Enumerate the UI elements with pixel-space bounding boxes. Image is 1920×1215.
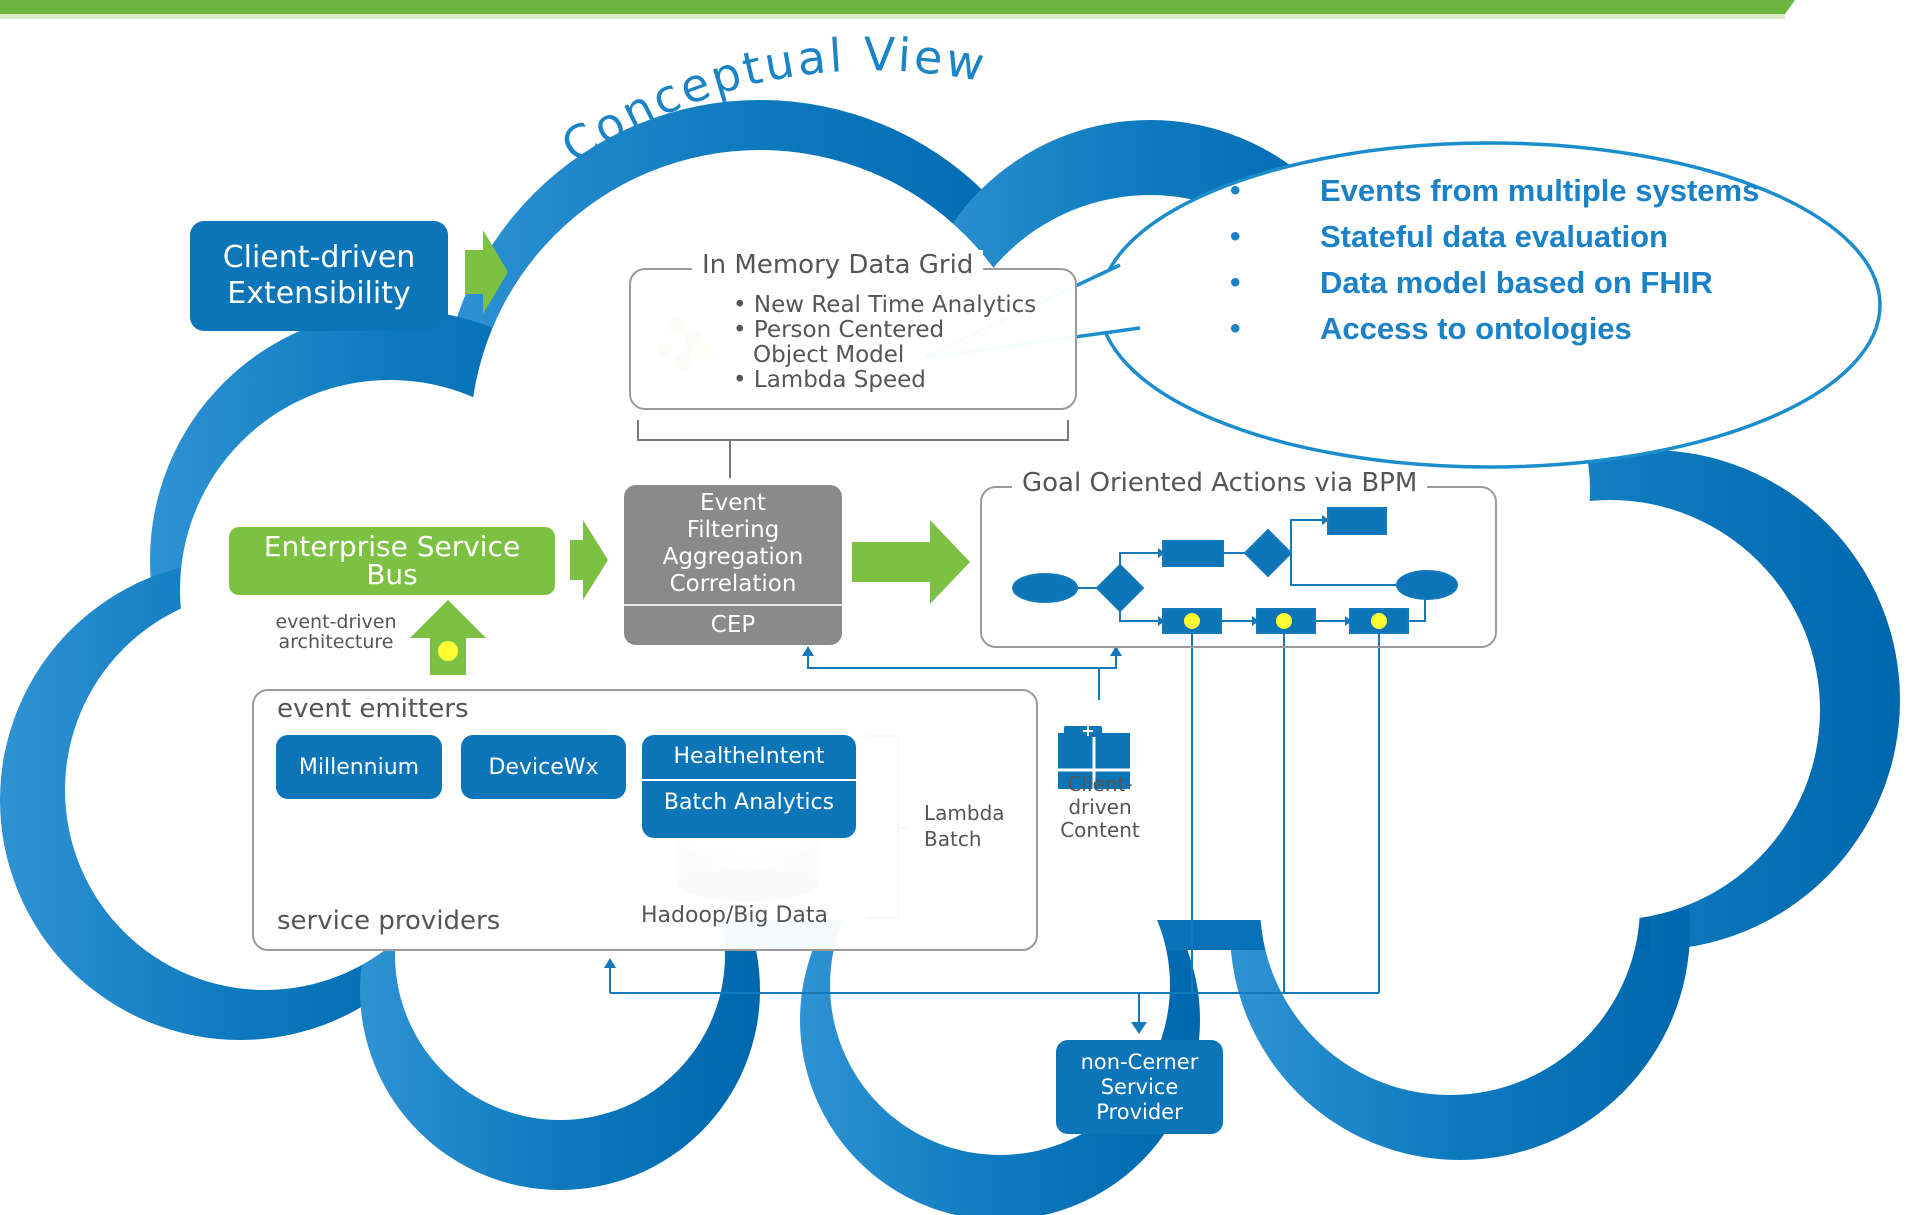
cep-line: Event (700, 490, 766, 516)
client-content-line: driven (1068, 795, 1132, 819)
bpm-flow-dots (1184, 613, 1387, 629)
memory-grid-item: • New Real Time Analytics (733, 293, 1037, 318)
event-driven-line1: event-driven (275, 611, 397, 633)
memory-grid-item: Object Model (753, 342, 905, 368)
event-driven-line2: architecture (278, 631, 394, 653)
goal-box (980, 486, 1497, 648)
client-content-line: Content (1060, 818, 1140, 842)
callout-bullet: Access to ontologies (1230, 306, 1810, 352)
memory-grid-item: • Lambda Speed (733, 367, 926, 393)
arrow-esb-to-cep (570, 520, 608, 600)
esb-line2: Bus (366, 558, 418, 591)
esb-line1: Enterprise Service (263, 530, 521, 563)
lambda-line: Batch (924, 827, 982, 851)
non-cerner-box: non-Cerner Service Provider (1056, 1040, 1223, 1134)
memory-grid-box (629, 268, 1077, 410)
client-extensibility-box: Client-driven Extensibility (190, 221, 448, 331)
batch-analytics-label: Batch Analytics (642, 779, 856, 825)
millennium-box: Millennium (276, 735, 442, 799)
arrow-up-to-esb (410, 600, 486, 675)
connectors (609, 633, 1380, 1022)
client-extensibility-line1: Client-driven (222, 240, 416, 275)
client-content-icon (1058, 726, 1130, 789)
callout-bullet: Data model based on FHIR (1230, 260, 1810, 306)
healtheintent-box: HealtheIntent Batch Analytics (642, 735, 856, 838)
client-content-line: Client- (1067, 772, 1133, 796)
client-content-label: Client- driven Content (1040, 773, 1160, 842)
goal-title: Goal Oriented Actions via BPM (1012, 468, 1428, 498)
memory-grid-item: • Person Centered (733, 317, 945, 343)
lambda-line: Lambda (924, 801, 1005, 825)
cep-footer: CEP (624, 604, 842, 644)
cep-line: Correlation (669, 571, 797, 597)
arrow-client-extensibility (465, 230, 508, 314)
callout-bullet: Stateful data evaluation (1230, 214, 1810, 260)
cep-line: Filtering (686, 517, 780, 543)
memory-grid-title: In Memory Data Grid (692, 250, 984, 280)
callout-bullet-list: Events from multiple systems Stateful da… (1230, 168, 1810, 352)
esb-box: Enterprise Service Bus (229, 527, 555, 595)
cep-line: Aggregation (662, 544, 804, 570)
non-cerner-line: non-Cerner (1080, 1049, 1199, 1074)
service-providers-label: service providers (277, 906, 501, 936)
top-accent-bar (0, 0, 1795, 14)
hadoop-label: Hadoop/Big Data (641, 903, 828, 928)
memory-grid-items: • New Real Time Analytics • Person Cente… (733, 293, 1073, 393)
client-extensibility-line2: Extensibility (227, 276, 411, 311)
non-cerner-line: Provider (1096, 1099, 1183, 1124)
emitters-title: event emitters (277, 694, 469, 724)
devicewx-box: DeviceWx (461, 735, 626, 799)
arrow-cep-to-goal (852, 520, 970, 604)
cep-box: Event Filtering Aggregation Correlation … (624, 485, 842, 645)
lambda-batch-label: Lambda Batch (924, 800, 1005, 852)
event-driven-label: event-driven architecture (256, 612, 416, 652)
non-cerner-line: Service (1100, 1074, 1179, 1099)
healtheintent-label: HealtheIntent (673, 744, 825, 769)
callout-bullet: Events from multiple systems (1230, 168, 1810, 214)
memory-grid-bracket (637, 420, 1069, 478)
cep-lines: Event Filtering Aggregation Correlation (663, 485, 804, 598)
